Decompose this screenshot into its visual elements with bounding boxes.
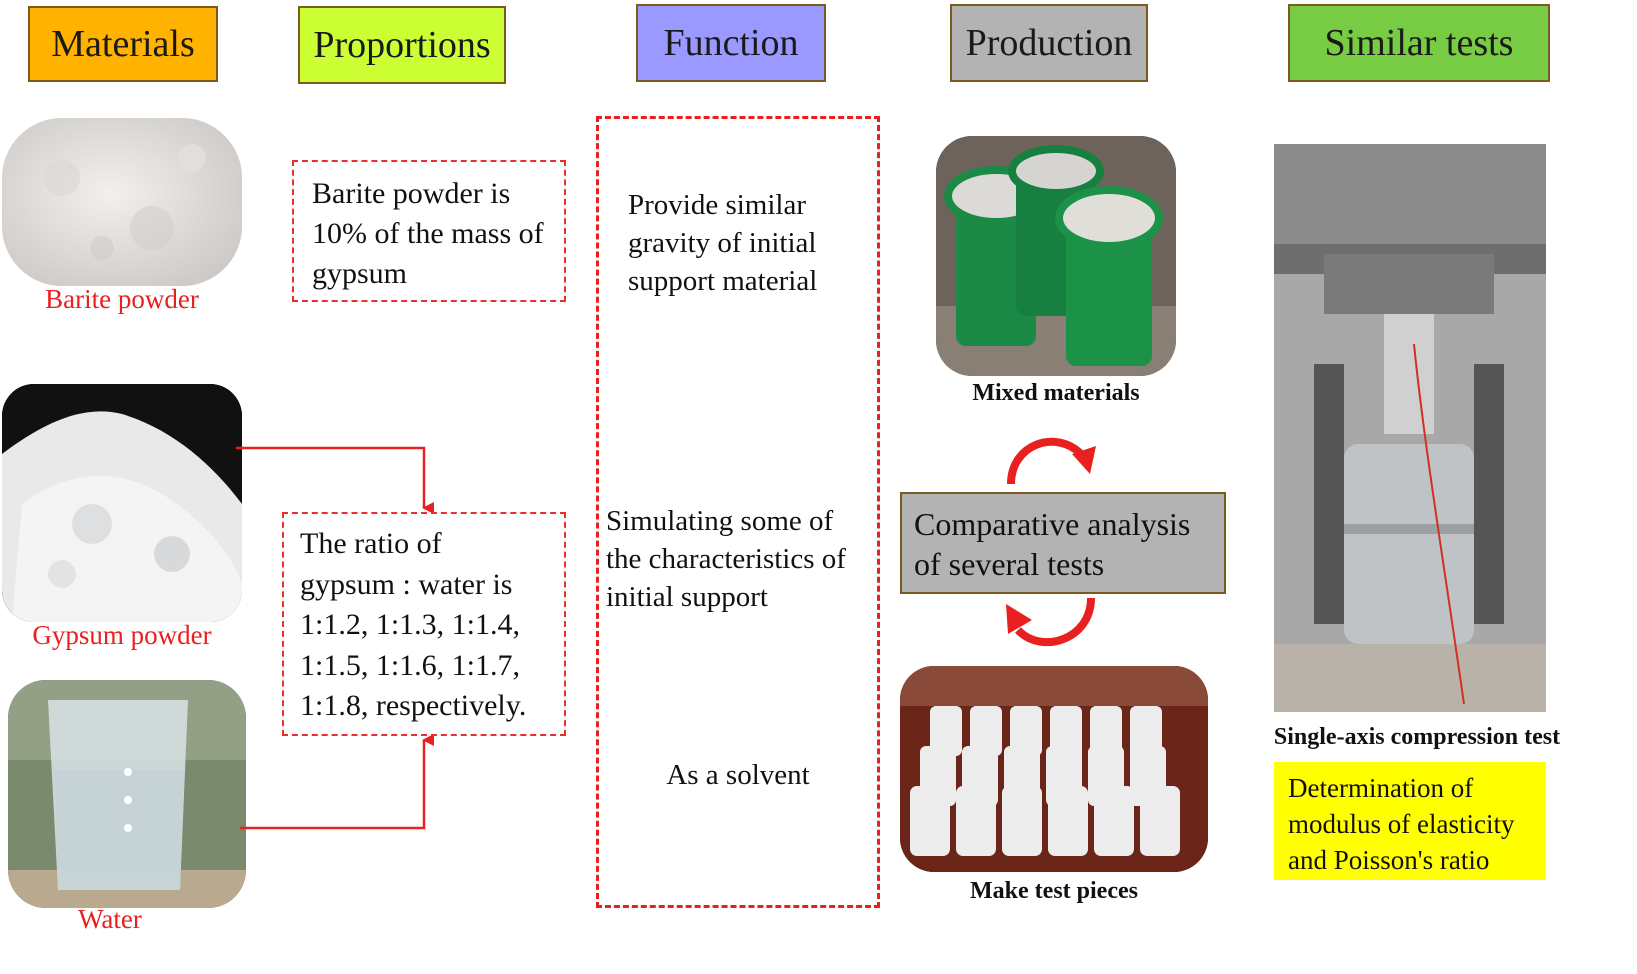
- test-pieces-caption: Make test pieces: [970, 878, 1138, 904]
- barite-powder-caption: Barite powder: [45, 284, 199, 314]
- similar-tests-header-label: Similar tests: [1324, 22, 1514, 64]
- gravity-function-text: Provide similar gravity of initial suppo…: [628, 189, 818, 297]
- ratio-line: 1:1.5, 1:1.6, 1:1.7,: [300, 648, 521, 682]
- barite-powder-photo: [2, 118, 242, 286]
- ratio-line: 1:1.2, 1:1.3, 1:1.4,: [300, 608, 521, 641]
- ratio-line: 1:1.8, respectively.: [300, 689, 527, 722]
- water-beaker-photo: [8, 680, 246, 908]
- ratio-line: gypsum : water is: [300, 567, 513, 601]
- water-caption: Water: [78, 904, 142, 934]
- function-header-label: Function: [663, 22, 799, 64]
- mixed-materials-photo: [936, 136, 1176, 376]
- function-header: Function: [636, 4, 826, 82]
- production-header: Production: [950, 4, 1148, 82]
- ratio-proportion-box: The ratio of gypsum : water is 1:1.2, 1:…: [282, 512, 566, 736]
- cycle-arrow-top-icon: [1007, 437, 1096, 485]
- cycle-arrow-bottom-icon: [1006, 597, 1095, 647]
- materials-header: Materials: [28, 6, 218, 82]
- barite-proportion-text: Barite powder is 10% of the mass of gyps…: [312, 177, 544, 290]
- comparative-analysis-box: Comparative analysis of several tests: [900, 492, 1226, 594]
- similar-tests-header: Similar tests: [1288, 4, 1550, 82]
- water-to-ratio-arrow: [240, 734, 434, 830]
- materials-header-label: Materials: [51, 23, 195, 65]
- test-pieces-photo: [900, 666, 1208, 872]
- simulate-function-text: Simulating some of the characteristics o…: [606, 505, 846, 613]
- function-dashed-frame: [596, 116, 880, 908]
- determination-box: Determination of modulus of elasticity a…: [1274, 762, 1546, 880]
- solvent-function-text: As a solvent: [666, 759, 810, 791]
- determination-text: Determination of modulus of elasticity a…: [1288, 773, 1515, 875]
- gypsum-powder-photo: [2, 384, 242, 622]
- compression-test-caption: Single-axis compression test: [1273, 724, 1561, 750]
- comparative-analysis-text: Comparative analysis of several tests: [914, 506, 1191, 582]
- gypsum-powder-caption: Gypsum powder: [32, 620, 212, 650]
- barite-proportion-box: Barite powder is 10% of the mass of gyps…: [292, 160, 566, 302]
- compression-test-photo: [1274, 144, 1546, 712]
- ratio-line: The ratio of: [300, 527, 442, 560]
- proportions-header-label: Proportions: [313, 24, 491, 66]
- gypsum-to-ratio-arrow: [236, 446, 434, 514]
- proportions-header: Proportions: [298, 6, 506, 84]
- mixed-materials-caption: Mixed materials: [972, 380, 1140, 406]
- production-header-label: Production: [965, 22, 1133, 64]
